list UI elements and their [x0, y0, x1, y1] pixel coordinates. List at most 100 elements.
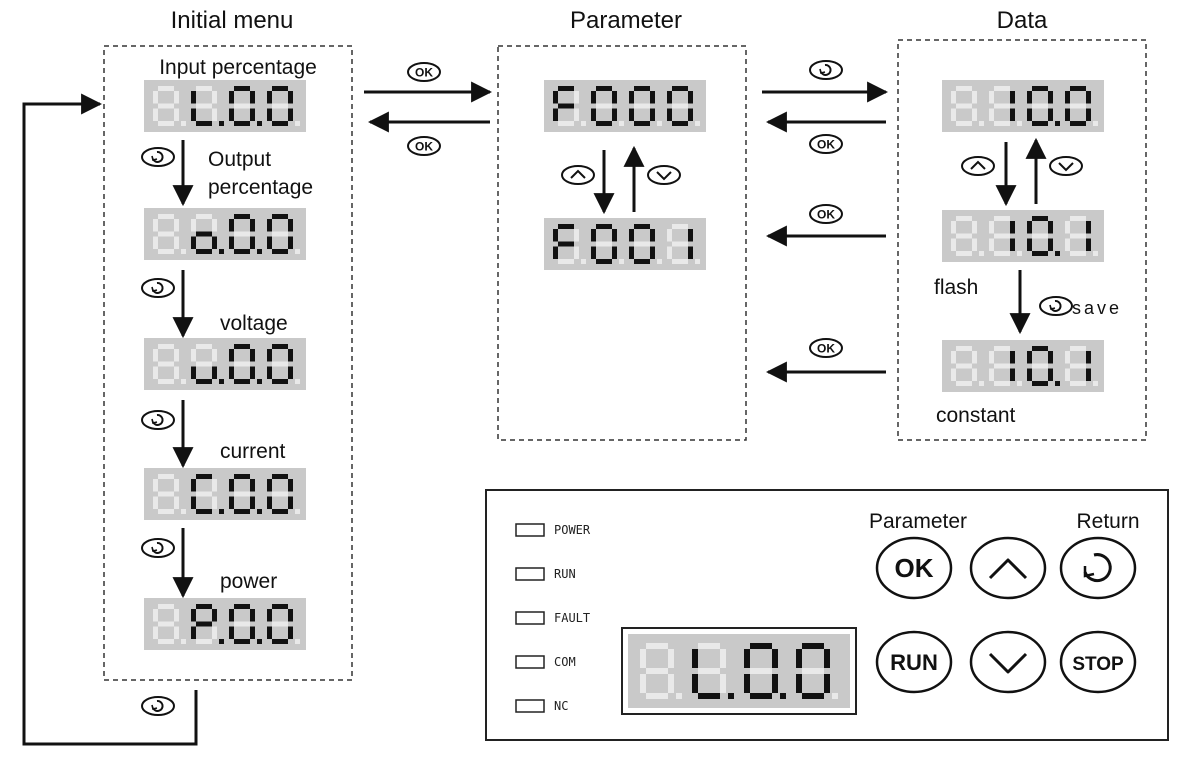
ok-icon: OK [809, 338, 843, 358]
lcd-segment [1086, 351, 1091, 364]
lcd-segment [288, 108, 293, 121]
lcd-segment [174, 479, 179, 492]
lcd-segment [196, 509, 212, 514]
lcd-segment [1027, 238, 1032, 251]
led-com [515, 655, 545, 669]
lcd-segment [558, 224, 574, 229]
lcd-segment [994, 216, 1010, 221]
lcd-segment [692, 674, 698, 693]
lcd-decimal-point [295, 379, 300, 384]
lcd-segment [972, 238, 977, 251]
lcd-segment [994, 363, 1010, 369]
return-button[interactable] [1059, 536, 1137, 600]
lcd-decimal-point [1093, 381, 1098, 386]
lcd-segment [650, 91, 655, 104]
lcd-segment [234, 379, 250, 384]
lcd-segment [629, 91, 634, 104]
lcd-segment [972, 368, 977, 381]
lcd-segment [1032, 86, 1048, 91]
lcd-segment [956, 233, 972, 239]
lcd-segment [196, 231, 212, 237]
lcd-segment [994, 381, 1010, 386]
lcd-segment [267, 108, 272, 121]
lcd-segment [574, 108, 579, 121]
lcd-decimal-point [695, 259, 700, 264]
lcd-segment [596, 241, 612, 247]
run-button[interactable]: RUN [875, 630, 953, 694]
lcd-segment [612, 108, 617, 121]
param-f000-display [544, 80, 706, 132]
save-label: save [1072, 298, 1122, 318]
lcd-segment [688, 108, 693, 121]
lcd-segment [650, 246, 655, 259]
ok-button[interactable]: OK [875, 536, 953, 600]
lcd-segment [153, 236, 158, 249]
lcd-segment [1065, 91, 1070, 104]
lcd-segment [196, 639, 212, 644]
lcd-segment [824, 649, 830, 668]
lcd-segment [1010, 221, 1015, 234]
lcd-segment [288, 366, 293, 379]
lcd-segment [1070, 251, 1086, 256]
lcd-segment [272, 121, 288, 126]
stop-button[interactable]: STOP [1059, 630, 1137, 694]
lcd-segment [250, 219, 255, 232]
lcd-decimal-point [1017, 121, 1022, 126]
return-icon [1039, 296, 1073, 316]
ok-icon: OK [809, 204, 843, 224]
lcd-segment [956, 103, 972, 109]
flash-label: flash [934, 276, 978, 299]
lcd-segment [288, 219, 293, 232]
lcd-segment [956, 381, 972, 386]
lcd-segment [229, 496, 234, 509]
lcd-decimal-point [257, 249, 262, 254]
lcd-segment [234, 214, 250, 219]
lcd-segment [191, 366, 196, 379]
lcd-segment [668, 674, 674, 693]
lcd-decimal-point [219, 249, 224, 254]
lcd-segment [972, 351, 977, 364]
lcd-segment [553, 246, 558, 259]
lcd-segment [158, 509, 174, 514]
panel-return-label: Return [1076, 510, 1139, 533]
lcd-segment [672, 259, 688, 264]
lcd-segment [212, 479, 217, 492]
lcd-segment [989, 91, 994, 104]
lcd-decimal-point [832, 693, 838, 699]
down-chevron-icon [647, 165, 681, 185]
lcd-segment [750, 668, 772, 674]
lcd-segment [234, 86, 250, 91]
lcd-decimal-point [181, 379, 186, 384]
up-button[interactable] [969, 536, 1047, 600]
lcd-segment [956, 86, 972, 91]
lcd-segment [956, 121, 972, 126]
lcd-segment [646, 668, 668, 674]
lcd-segment [229, 479, 234, 492]
current-label: current [220, 440, 286, 463]
lcd-segment [698, 693, 720, 699]
lcd-segment [667, 91, 672, 104]
lcd-segment [667, 246, 672, 259]
lcd-segment [174, 496, 179, 509]
lcd-segment [558, 121, 574, 126]
lcd-segment [612, 246, 617, 259]
down-button[interactable] [969, 630, 1047, 694]
lcd-segment [250, 236, 255, 249]
lcd-segment [196, 103, 212, 109]
lcd-segment [174, 108, 179, 121]
lcd-segment [1010, 91, 1015, 104]
up-chevron-icon [988, 558, 1028, 580]
lcd-segment [558, 241, 574, 247]
lcd-segment [672, 103, 688, 109]
lcd-segment [250, 366, 255, 379]
lcd-segment [574, 91, 579, 104]
up-chevron-icon [961, 156, 995, 176]
lcd-segment [989, 238, 994, 251]
lcd-segment [153, 479, 158, 492]
lcd-segment [951, 238, 956, 251]
lcd-segment [272, 249, 288, 254]
lcd-decimal-point [295, 639, 300, 644]
lcd-segment [191, 496, 196, 509]
lcd-segment [267, 236, 272, 249]
